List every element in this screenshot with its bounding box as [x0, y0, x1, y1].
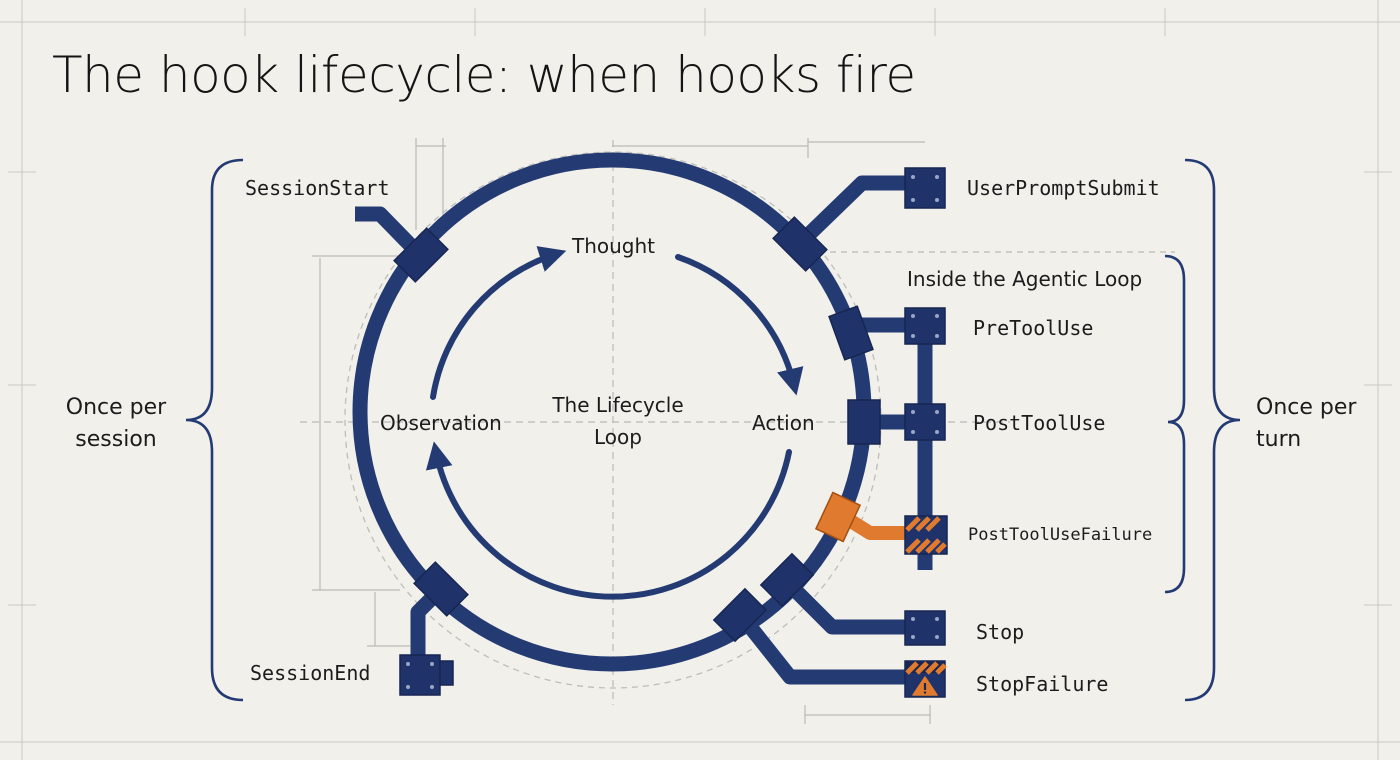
session-bracket-label: Once per session — [50, 392, 182, 456]
loop-label-observation: Observation — [380, 411, 502, 435]
hazard-block-post-tool-use-failure — [904, 515, 948, 555]
turn-bracket-line1: Once per — [1256, 395, 1357, 420]
hook-label-post-tool-use: PostToolUse — [973, 411, 1106, 435]
bolt-dots — [406, 175, 939, 689]
loop-label-action: Action — [752, 411, 815, 435]
turn-bracket-line2: turn — [1256, 427, 1302, 452]
coupling-post-tool-use-failure — [814, 491, 862, 543]
hook-label-stop-failure: StopFailure — [976, 672, 1109, 696]
brace-turn — [1184, 158, 1241, 702]
pipe-stop-failure — [734, 609, 925, 685]
warning-triangle-icon — [912, 676, 938, 696]
block-session-end — [399, 654, 441, 696]
hook-label-post-tool-use-failure: PostToolUseFailure — [968, 525, 1153, 545]
coupling-session-start — [393, 227, 449, 283]
loop-arrows — [425, 246, 804, 600]
loop-center-label-line2: Loop — [594, 425, 642, 449]
loop-label-thought: Thought — [572, 234, 656, 258]
pipe-stop — [779, 574, 925, 635]
hook-label-user-prompt-submit: UserPromptSubmit — [967, 176, 1160, 200]
connector-blocks — [393, 167, 946, 698]
block-user-prompt-submit — [904, 167, 946, 209]
block-pre-tool-use — [904, 307, 946, 345]
arrow-to-observation — [425, 441, 792, 600]
block-post-tool-use — [904, 403, 946, 441]
coupling-post-tool-use — [847, 399, 881, 445]
pipe-session-start — [355, 206, 426, 261]
hazard-stripe-stop-failure — [905, 661, 947, 675]
brace-agentic-loop — [1164, 254, 1186, 594]
hook-label-session-start: SessionStart — [245, 176, 390, 200]
loop-center-label: The Lifecycle Loop — [530, 389, 706, 453]
coupling-user-prompt-submit — [772, 216, 828, 272]
arrow-to-thought — [430, 246, 567, 400]
block-stop — [904, 610, 946, 646]
brace-session — [185, 158, 244, 702]
agentic-loop-title: Inside the Agentic Loop — [907, 267, 1143, 291]
coupling-pre-tool-use — [828, 305, 874, 361]
hook-label-stop: Stop — [976, 620, 1025, 644]
pipe-user-prompt-submit — [794, 175, 920, 249]
coupling-stop-failure — [712, 587, 768, 643]
page-title: The hook lifecycle: when hooks fire — [52, 46, 916, 104]
session-bracket-line1: Once per — [65, 395, 167, 420]
hook-label-session-end: SessionEnd — [250, 661, 371, 685]
hook-label-pre-tool-use: PreToolUse — [973, 316, 1094, 340]
arrow-to-action — [675, 254, 804, 396]
coupling-session-end — [413, 561, 469, 617]
coupling-stop — [759, 552, 815, 608]
session-bracket-line2: session — [75, 427, 157, 452]
turn-bracket-label: Once per turn — [1256, 392, 1356, 456]
loop-center-label-line1: The Lifecycle — [552, 393, 684, 417]
